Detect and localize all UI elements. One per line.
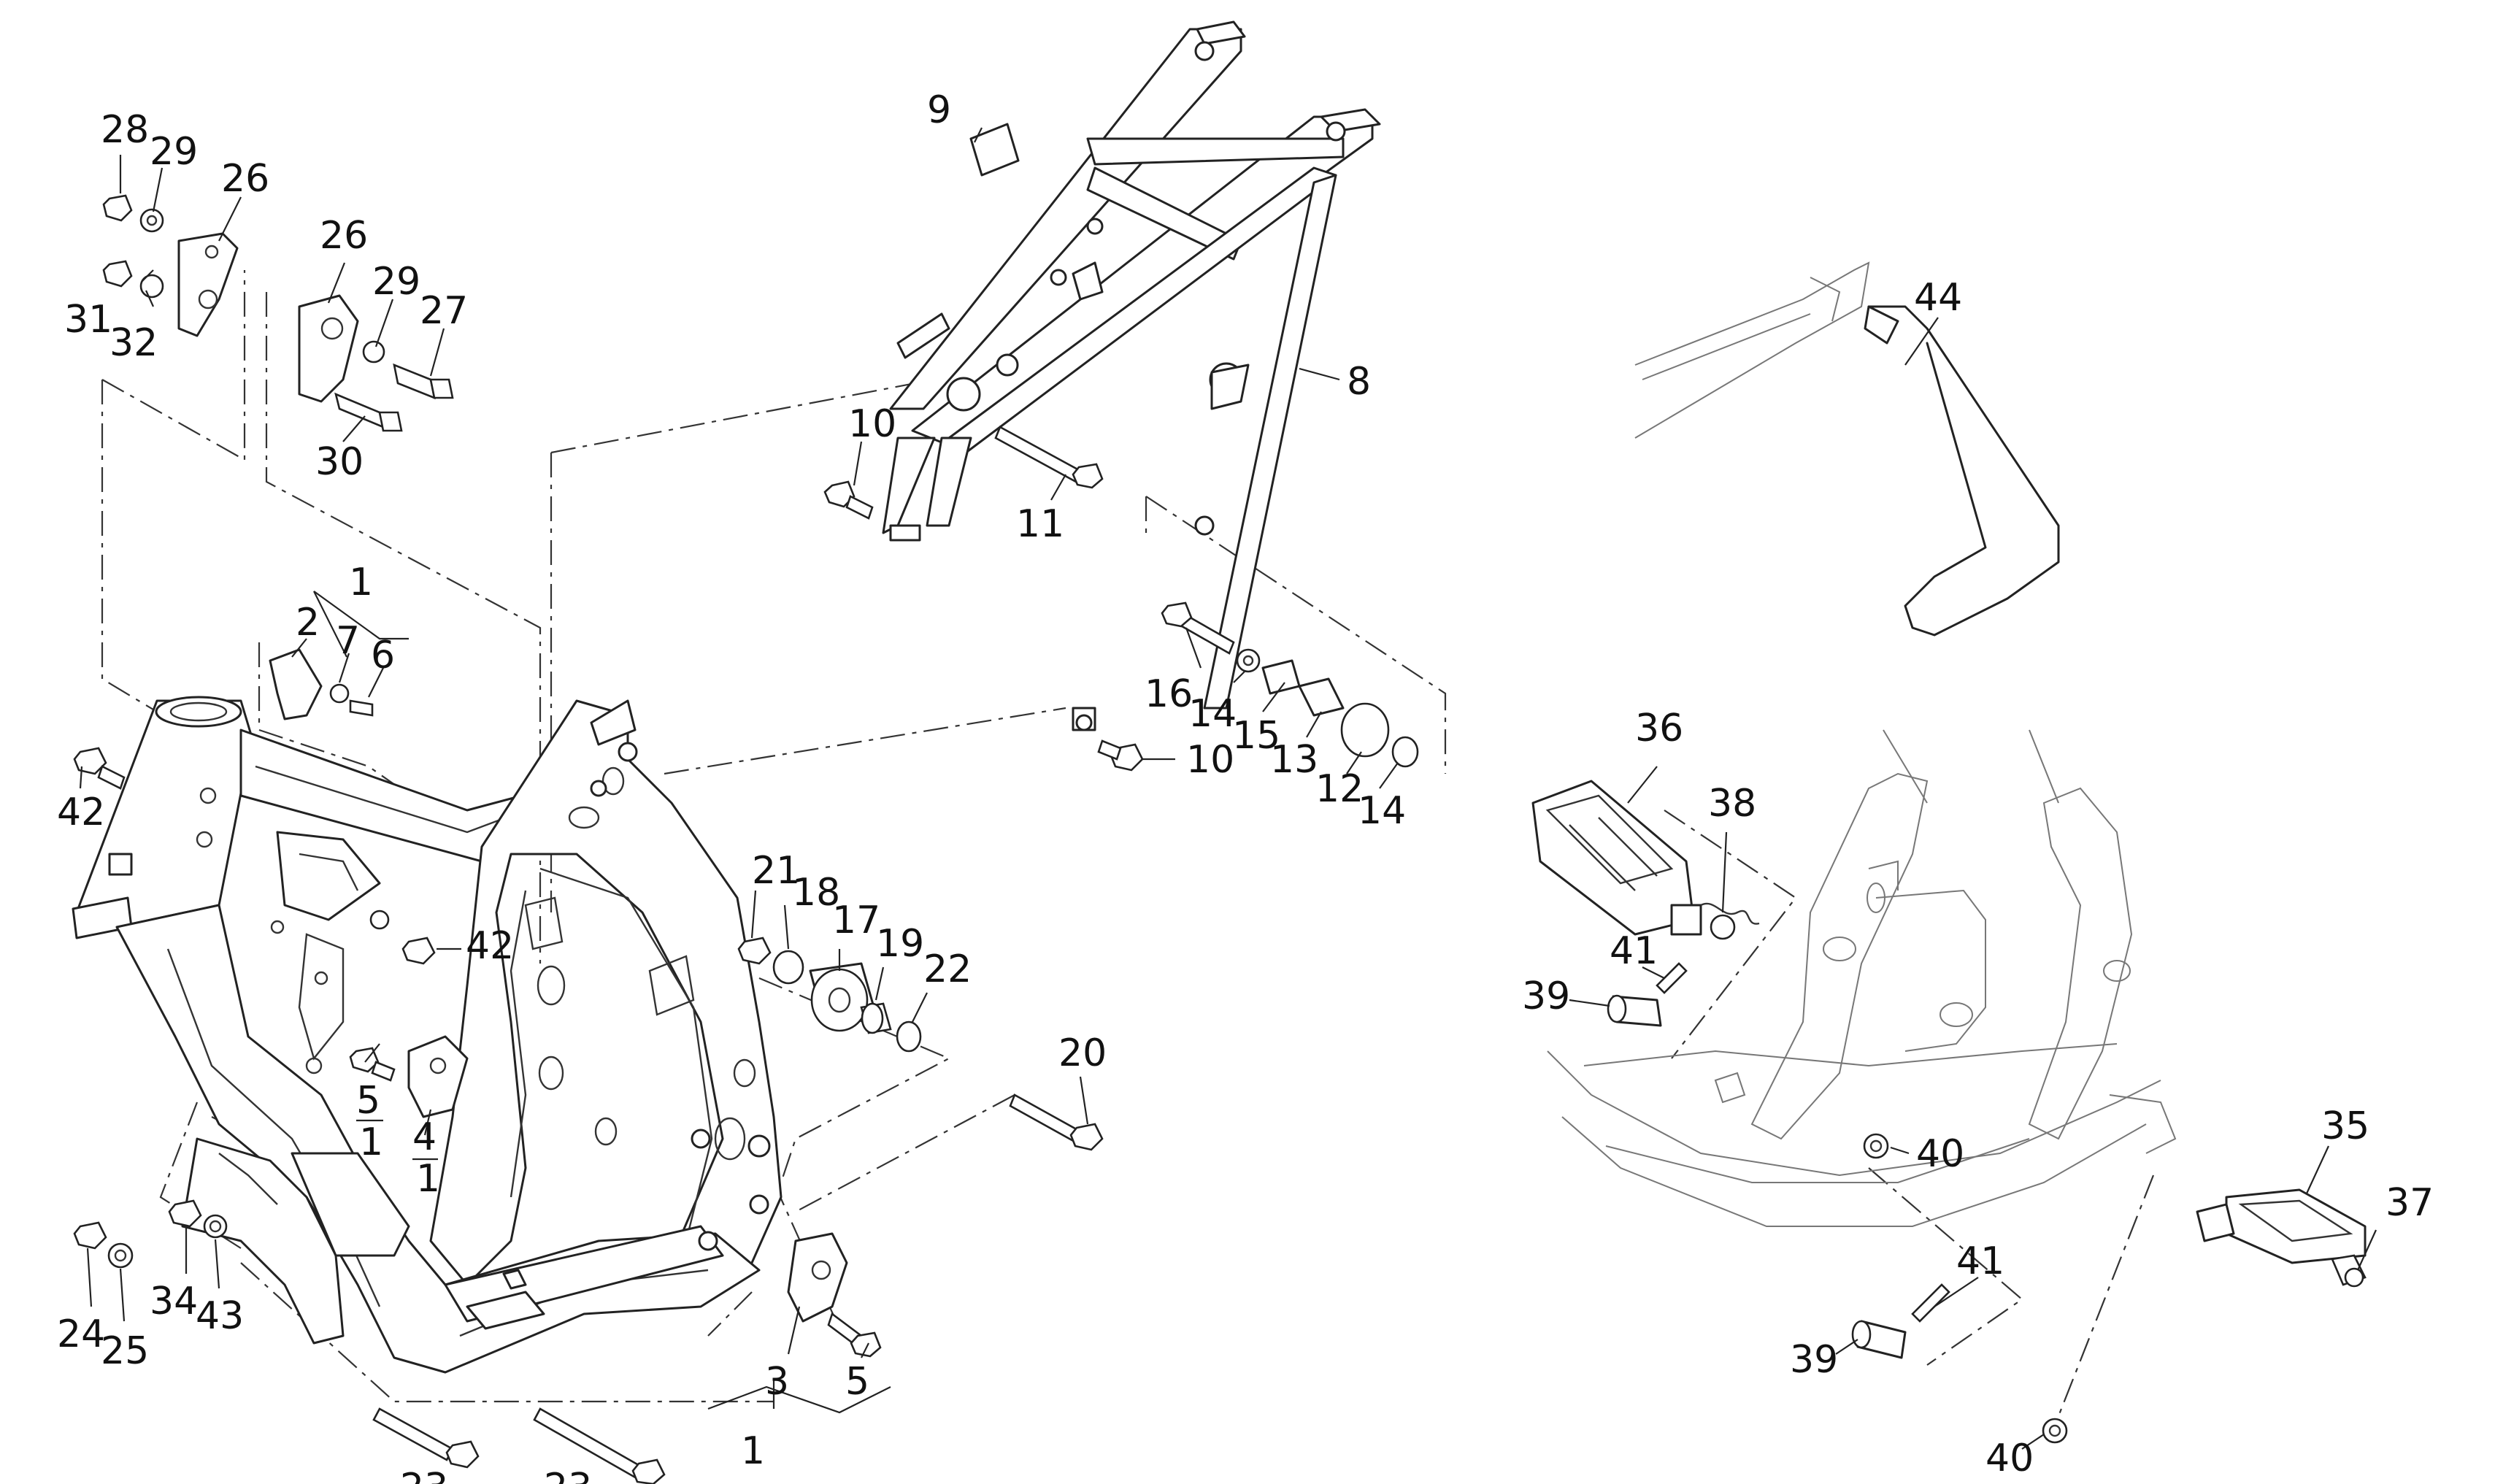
- callout-13: 13: [1270, 738, 1318, 782]
- callout-15: 15: [1232, 714, 1280, 758]
- callout-42: 42: [57, 791, 105, 834]
- callout-23: 23: [544, 1466, 592, 1484]
- part-labels: 28 29 26 31 32 26 29 27 30 1 2 7 6 42 42…: [57, 88, 2434, 1484]
- lower-frame-perspective: [1547, 729, 2177, 1227]
- callout-1: 1: [349, 561, 373, 604]
- callout-17: 17: [832, 899, 880, 942]
- callout-22: 22: [923, 947, 972, 991]
- callout-8: 8: [1347, 360, 1371, 404]
- callout-21: 21: [752, 849, 800, 893]
- callout-6: 6: [371, 634, 395, 677]
- callout-9: 9: [927, 88, 951, 132]
- callout-42: 42: [466, 924, 514, 968]
- callout-31: 31: [64, 298, 112, 342]
- callout-10: 10: [848, 402, 896, 446]
- callout-5: 5: [845, 1360, 869, 1404]
- callout-26: 26: [221, 157, 269, 201]
- callout-29: 29: [372, 260, 420, 304]
- callout-1: 1: [741, 1429, 765, 1473]
- callout-18: 18: [792, 871, 840, 915]
- callout-26: 26: [320, 214, 368, 258]
- callout-16: 16: [1145, 672, 1193, 716]
- callout-40: 40: [1916, 1132, 1964, 1176]
- leader-lines: [79, 127, 2377, 1450]
- callout-7: 7: [336, 619, 360, 663]
- callout-12: 12: [1315, 767, 1364, 811]
- callout-32: 32: [109, 321, 158, 365]
- callout-14: 14: [1188, 692, 1237, 736]
- callout-39: 39: [1790, 1338, 1838, 1382]
- callout-14: 14: [1358, 789, 1406, 833]
- main-frame: [72, 696, 783, 1374]
- callout-4: 4: [412, 1115, 437, 1159]
- callout-3: 3: [765, 1360, 789, 1404]
- callout-28: 28: [101, 108, 149, 152]
- callout-41: 41: [1610, 929, 1658, 973]
- callout-1: 1: [416, 1157, 440, 1201]
- callout-38: 38: [1708, 782, 1756, 826]
- fasteners: [73, 194, 2367, 1484]
- callout-34: 34: [150, 1280, 198, 1323]
- footpeg-35: [2196, 1188, 2367, 1264]
- rear-subframe: [882, 20, 1381, 731]
- callout-37: 37: [2386, 1181, 2434, 1225]
- side-stand: [1634, 261, 2060, 637]
- callout-35: 35: [2321, 1104, 2369, 1148]
- callout-30: 30: [315, 440, 364, 484]
- callout-1: 1: [359, 1120, 383, 1164]
- callout-5: 5: [356, 1079, 380, 1123]
- callout-27: 27: [420, 289, 468, 333]
- callout-10: 10: [1186, 738, 1234, 782]
- callout-11: 11: [1016, 502, 1064, 546]
- callout-20: 20: [1058, 1031, 1107, 1075]
- callout-40: 40: [1985, 1437, 2034, 1480]
- callout-24: 24: [57, 1312, 105, 1356]
- callout-2: 2: [296, 601, 320, 645]
- callout-19: 19: [876, 922, 924, 966]
- callout-41: 41: [1956, 1239, 2004, 1283]
- callout-44: 44: [1914, 276, 1962, 320]
- callout-43: 43: [196, 1294, 244, 1338]
- footpeg-36: [1531, 780, 1702, 936]
- callout-39: 39: [1522, 974, 1570, 1018]
- callout-25: 25: [101, 1329, 149, 1373]
- callout-29: 29: [150, 130, 198, 174]
- callout-23: 23: [400, 1466, 448, 1484]
- callout-36: 36: [1635, 707, 1683, 750]
